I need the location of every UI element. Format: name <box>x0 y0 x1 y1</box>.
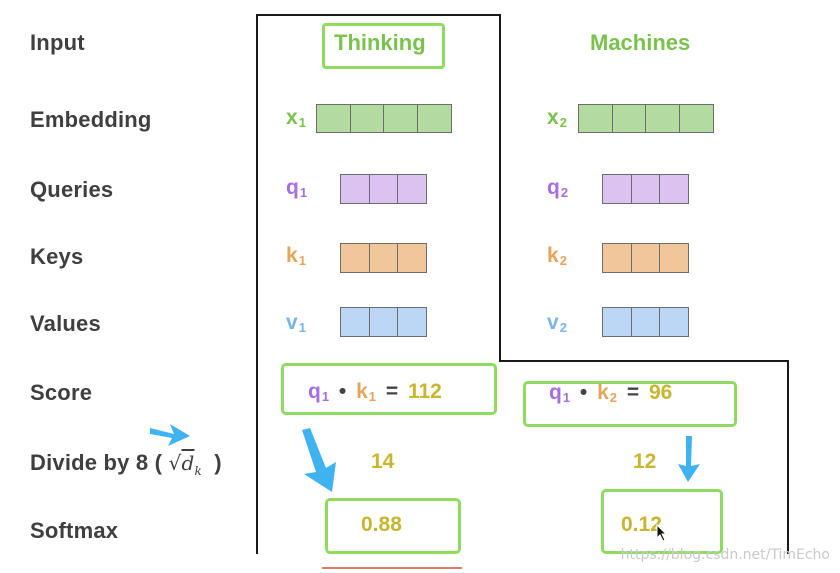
vector-cell <box>602 307 632 337</box>
row-label-divide: Divide by 8 ( √dk ) <box>30 450 222 478</box>
vector-cell <box>659 307 689 337</box>
vector-cell <box>368 174 399 204</box>
vector-x2 <box>578 104 714 133</box>
row-label-score: Score <box>30 380 93 405</box>
label-q1: q1 <box>286 176 308 200</box>
vector-cell <box>416 104 452 133</box>
frame-left-line <box>256 14 258 554</box>
vector-cell <box>368 307 399 337</box>
sqrt-k: k <box>194 464 202 478</box>
vector-cell <box>678 104 714 133</box>
label-v1: v1 <box>286 311 306 335</box>
vector-cell <box>397 307 427 337</box>
row-label-softmax: Softmax <box>30 518 119 543</box>
vector-cell <box>340 174 370 204</box>
mouse-cursor-icon <box>656 524 668 542</box>
row-label-embedding: Embedding <box>30 107 152 132</box>
vector-cell <box>397 243 427 273</box>
sqrt-dk: √dk <box>168 451 202 478</box>
label-k2: k2 <box>547 244 567 268</box>
frame-top-line <box>256 14 501 16</box>
divided-value-1: 14 <box>371 450 395 473</box>
vector-x1 <box>316 104 452 133</box>
frame-right-line <box>787 360 789 554</box>
divide-pointer-arrow-icon <box>150 424 190 446</box>
divided-value-2: 12 <box>633 450 657 473</box>
vector-v2 <box>602 307 689 337</box>
score2-expression: q1 • k2 = 96 <box>549 381 673 405</box>
word-machines: Machines <box>590 30 691 55</box>
score2-box <box>523 381 737 427</box>
divide-suffix: ) <box>214 450 222 475</box>
softmax-value-2: 0.12 <box>621 513 662 536</box>
vector-cell <box>368 243 399 273</box>
score1-box <box>281 363 497 415</box>
row-label-keys: Keys <box>30 244 84 269</box>
down-arrow-left-icon <box>302 428 336 492</box>
softmax-value-1: 0.88 <box>361 513 402 536</box>
vector-cell <box>659 174 689 204</box>
row-label-queries: Queries <box>30 177 114 202</box>
softmax2-box <box>601 489 723 554</box>
vector-q1 <box>340 174 427 204</box>
vector-cell <box>578 104 614 133</box>
frame-step-line <box>499 360 789 362</box>
word-thinking: Thinking <box>334 30 426 55</box>
vector-cell <box>383 104 419 133</box>
vector-cell <box>397 174 427 204</box>
thinking-box <box>322 23 445 69</box>
vector-cell <box>316 104 352 133</box>
vector-k2 <box>602 243 689 273</box>
vector-cell <box>602 243 632 273</box>
divide-prefix: Divide by 8 ( <box>30 450 163 475</box>
vector-cell <box>630 243 661 273</box>
sqrt-d: d <box>181 451 195 475</box>
vector-cell <box>340 307 370 337</box>
frame-middle-line <box>499 14 501 361</box>
vector-cell <box>630 174 661 204</box>
vector-cell <box>340 243 370 273</box>
row-label-input: Input <box>30 30 85 55</box>
label-k1: k1 <box>286 244 306 268</box>
score1-expression: q1 • k1 = 112 <box>308 380 442 404</box>
vector-cell <box>602 174 632 204</box>
label-x2: x2 <box>547 106 567 130</box>
vector-cell <box>659 243 689 273</box>
vector-v1 <box>340 307 427 337</box>
vector-q2 <box>602 174 689 204</box>
vector-cell <box>611 104 647 133</box>
vector-cell <box>645 104 681 133</box>
label-x1: x1 <box>286 106 306 130</box>
label-q2: q2 <box>547 176 569 200</box>
watermark: https://blog.csdn.net/TimEcho <box>620 547 830 563</box>
vector-cell <box>630 307 661 337</box>
down-arrow-right-icon <box>678 436 700 482</box>
next-row-box-partial <box>322 567 462 573</box>
vector-cell <box>349 104 385 133</box>
label-v2: v2 <box>547 311 567 335</box>
vector-k1 <box>340 243 427 273</box>
row-label-values: Values <box>30 311 101 336</box>
softmax1-box <box>325 498 461 554</box>
